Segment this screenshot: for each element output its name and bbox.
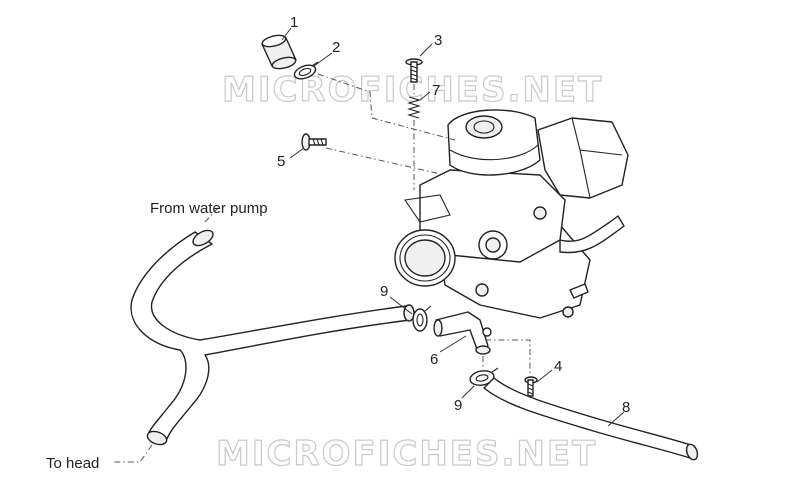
part-7-spring	[407, 96, 421, 119]
callout-2: 2	[332, 39, 340, 56]
part-9-clip-lower	[469, 367, 499, 386]
part-5-screw	[301, 133, 327, 151]
callout-8: 8	[622, 399, 630, 416]
part-2-clip	[293, 61, 319, 80]
carburettor	[394, 109, 629, 319]
part-9-clip-upper	[412, 305, 432, 332]
top-cap-port	[465, 115, 503, 139]
part-1-cap	[261, 34, 297, 70]
callout-7: 7	[432, 82, 440, 99]
choke-actuator	[537, 117, 629, 199]
hose-end-top	[192, 229, 214, 247]
callout-9-lower: 9	[454, 397, 462, 414]
caption-from-water-pump: From water pump	[150, 200, 268, 217]
caption-to-head: To head	[46, 455, 99, 472]
callout-3: 3	[434, 32, 442, 49]
alignment-lines	[112, 73, 531, 463]
part-4-screw	[524, 376, 538, 397]
callout-9-upper: 9	[380, 283, 388, 300]
hose-end-bottom	[146, 430, 168, 446]
coolant-hose-y	[130, 229, 415, 446]
vent-pipe	[559, 215, 625, 254]
callout-5: 5	[277, 153, 285, 170]
callout-4: 4	[554, 358, 562, 375]
leader-lines	[281, 27, 625, 427]
callout-6: 6	[430, 351, 438, 368]
callout-1: 1	[290, 14, 298, 31]
part-8-hose	[483, 377, 699, 461]
part-6-elbow	[433, 311, 492, 355]
watermark-bottom: MICROFICHES.NET	[216, 434, 597, 474]
part-3-screw	[405, 58, 423, 83]
